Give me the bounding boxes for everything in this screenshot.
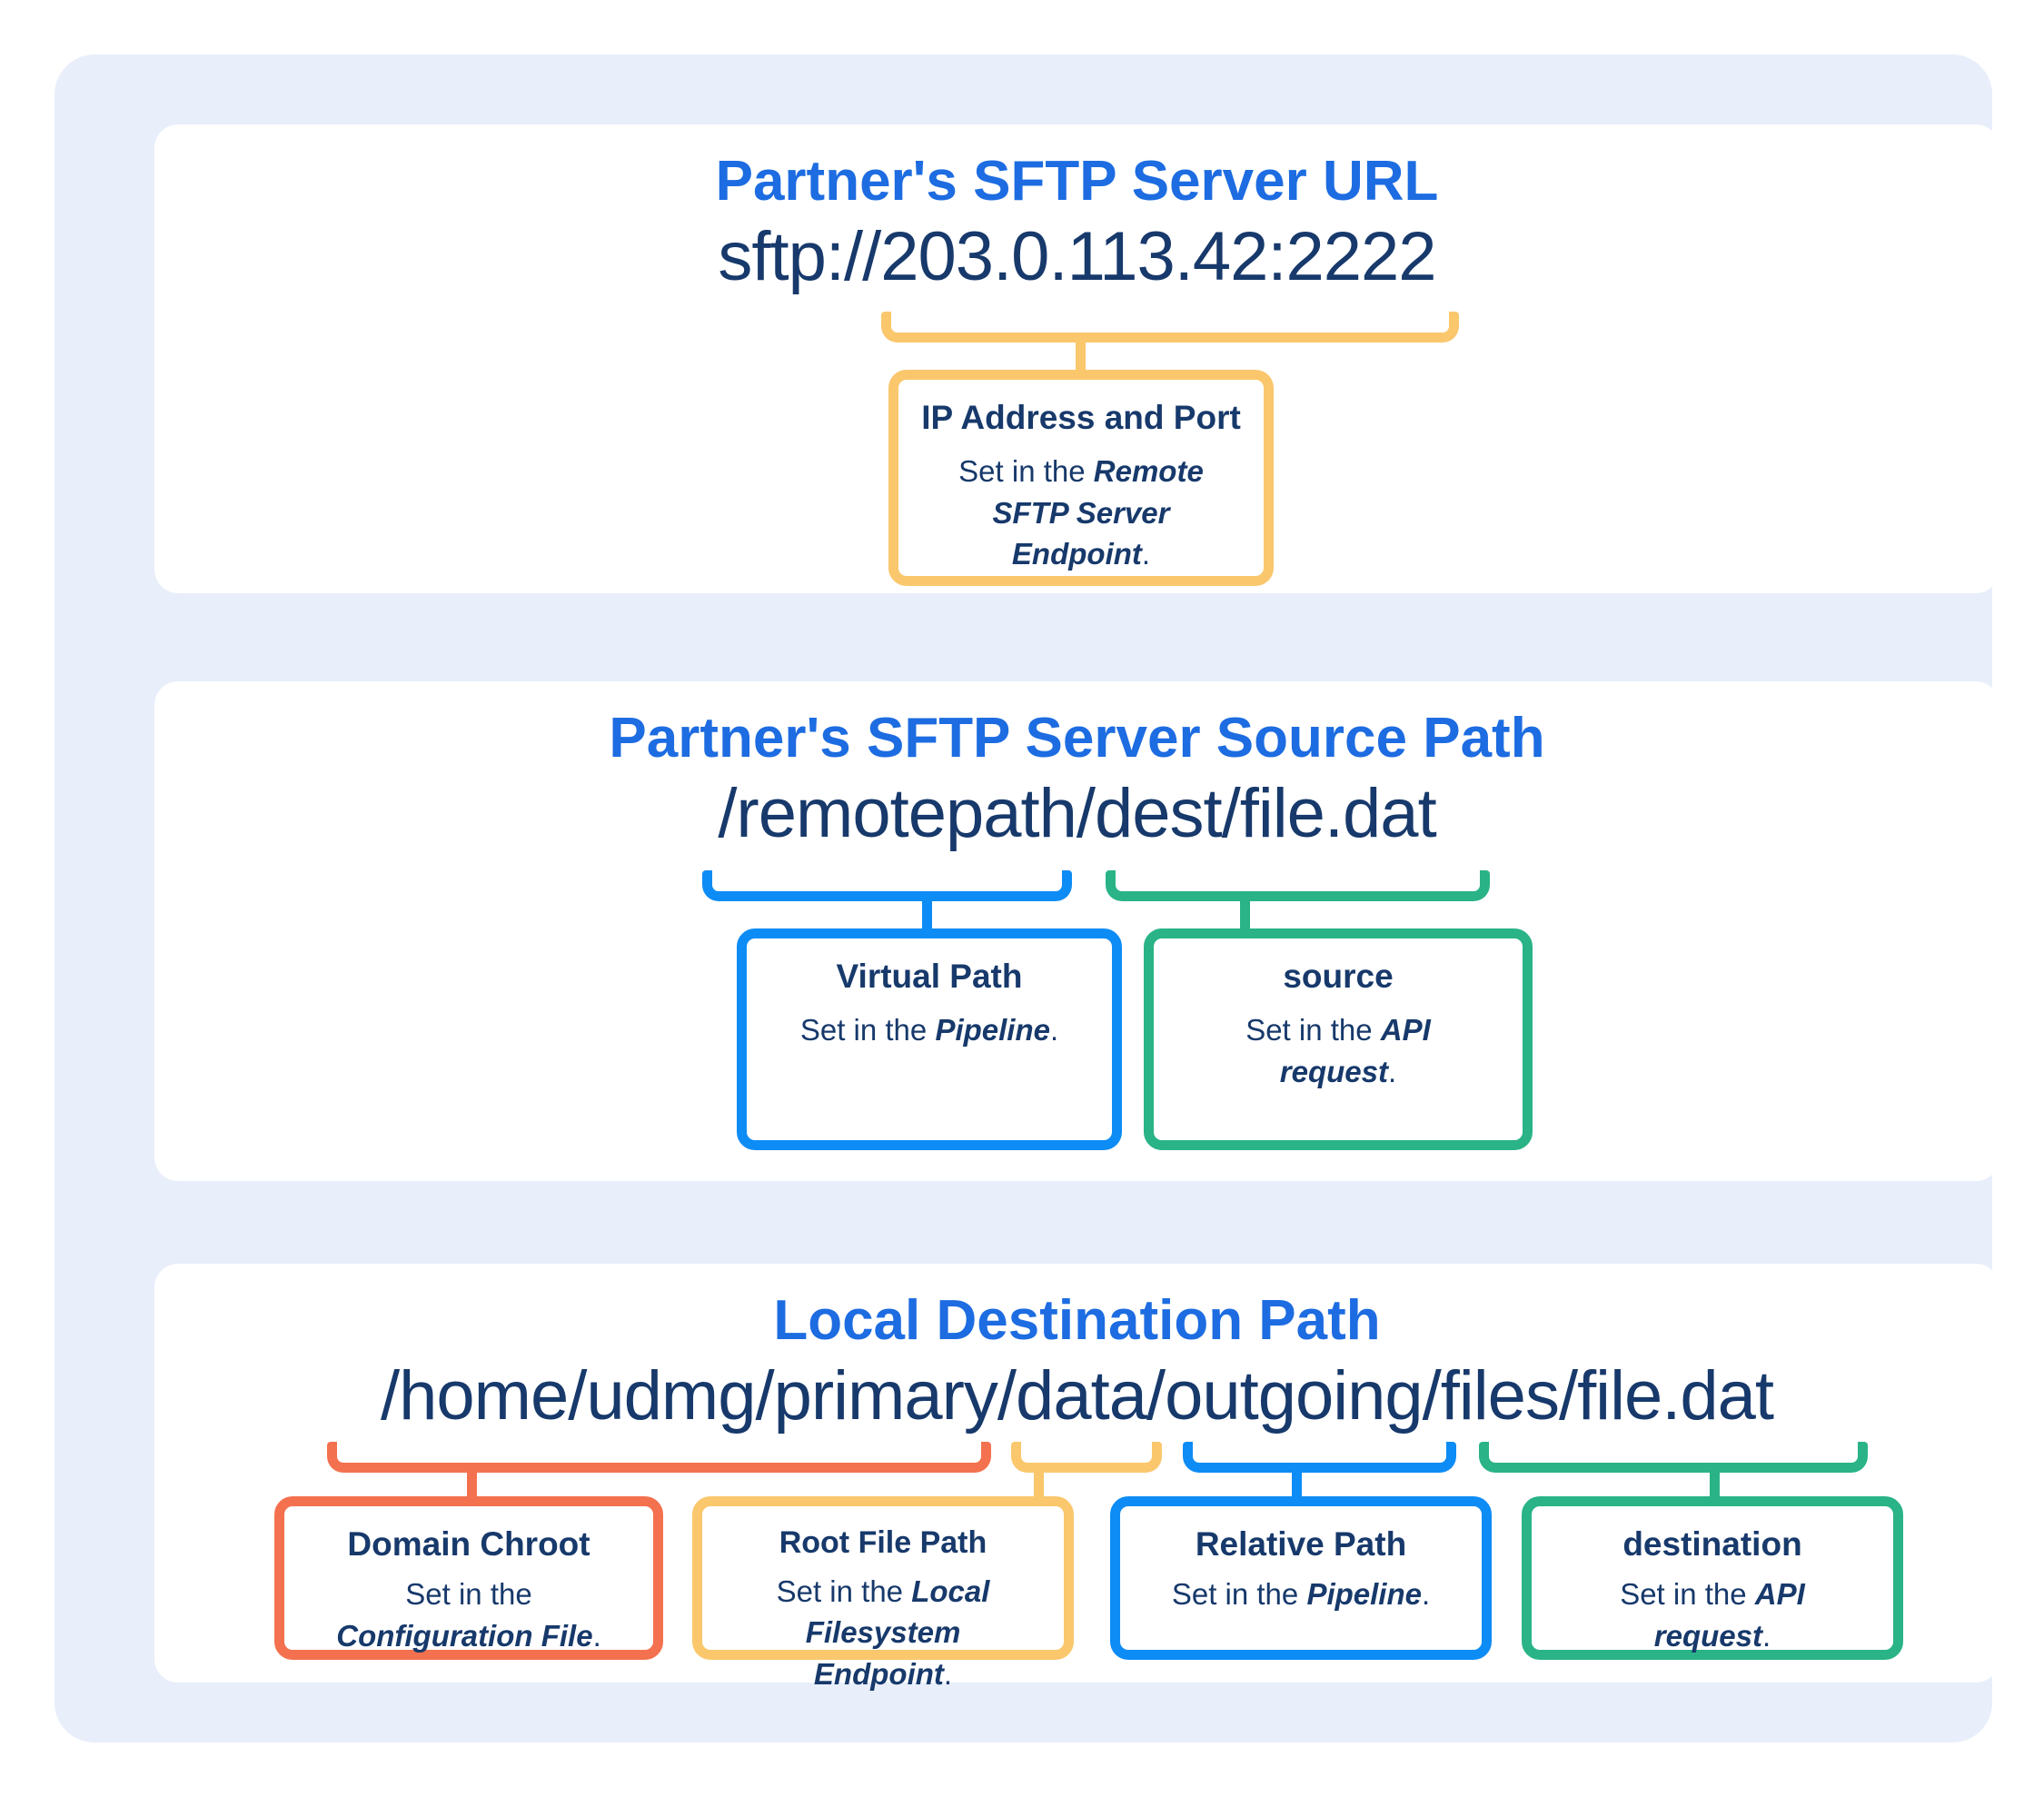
callout-title: Domain Chroot [347,1525,590,1563]
callout-destination: destination Set in the API request. [1522,1496,1903,1660]
callout-title: destination [1622,1525,1802,1563]
callout-body-suffix: . [1141,537,1151,571]
bracket-virtual-path [702,870,1072,901]
callout-title: IP Address and Port [921,399,1241,436]
connector-stem-ip-address-and-port [1076,341,1086,372]
callout-body-emphasis: Remote SFTP Server Endpoint [992,454,1212,571]
callout-body: Set in the API request. [1563,1574,1862,1656]
bracket-domain-chroot [327,1442,991,1473]
callout-body-suffix: . [1388,1054,1397,1088]
connector-stem-root-file-path [1034,1471,1044,1498]
callout-body-prefix: Set in the [776,1574,912,1608]
section-title: Local Destination Path [773,1289,1381,1352]
connector-stem-domain-chroot [467,1471,477,1498]
connector-stem-source [1240,899,1250,930]
callout-body-prefix: Set in the [1620,1577,1755,1612]
callout-ip-address-and-port: IP Address and Port Set in the Remote SF… [888,370,1274,586]
section-card-sftp-source-path: Partner's SFTP Server Source Path /remot… [154,681,1999,1181]
bracket-root-file-path [1011,1442,1162,1473]
path-value-text: /remotepath/dest/file.dat [718,775,1436,853]
bracket-destination [1479,1442,1868,1473]
callout-body-emphasis: Configuration File [336,1618,593,1653]
connector-stem-virtual-path [922,899,932,930]
diagram-panel: Partner's SFTP Server URL sftp://203.0.1… [55,55,1999,1742]
bracket-ip-address-and-port [881,312,1459,343]
callout-body-prefix: Set in the [1171,1577,1307,1612]
callout-body: Set in the Remote SFTP Server Endpoint. [929,451,1233,575]
callout-relative-path: Relative Path Set in the Pipeline. [1110,1496,1492,1660]
section-card-sftp-server-url: Partner's SFTP Server URL sftp://203.0.1… [154,124,1999,593]
callout-title: source [1283,958,1394,995]
callout-body-emphasis: Pipeline [1306,1577,1422,1612]
callout-title: Virtual Path [836,958,1023,995]
callout-body-prefix: Set in the [958,454,1094,489]
callout-body-suffix: . [943,1656,953,1691]
callout-body-prefix: Set in the [405,1577,541,1612]
callout-body: Set in the Configuration File. [315,1574,622,1656]
callout-body-emphasis: API request [1653,1577,1813,1653]
callout-body: Set in the API request. [1185,1009,1492,1092]
callout-root-file-path: Root File Path Set in the Local Filesyst… [692,1496,1074,1691]
callout-body-suffix: . [592,1618,601,1653]
connector-stem-relative-path [1292,1471,1302,1498]
section-title: Partner's SFTP Server URL [715,150,1439,213]
callout-body-suffix: . [1421,1577,1431,1612]
callout-title: Relative Path [1195,1525,1407,1563]
callout-source: source Set in the API request. [1144,928,1533,1150]
bracket-source [1106,870,1490,901]
callout-virtual-path: Virtual Path Set in the Pipeline. [737,928,1122,1150]
callout-body-emphasis: Pipeline [935,1013,1050,1047]
url-value-text: sftp://203.0.113.42:2222 [718,218,1436,296]
callout-body: Set in the Pipeline. [778,1009,1081,1051]
section-title: Partner's SFTP Server Source Path [609,707,1545,769]
connector-stem-destination [1710,1471,1720,1498]
callout-body-emphasis: Local Filesystem Endpoint [805,1574,998,1691]
callout-body: Set in the Pipeline. [1151,1574,1451,1615]
callout-title: Root File Path [779,1525,987,1560]
callout-body-prefix: Set in the [1245,1013,1381,1047]
callout-body-emphasis: API request [1279,1013,1439,1088]
callout-body-suffix: . [1762,1618,1771,1653]
callout-body-suffix: . [1049,1013,1059,1047]
callout-body: Set in the Local Filesystem Endpoint. [733,1571,1033,1695]
callout-body-prefix: Set in the [799,1013,936,1047]
section-card-local-destination-path: Local Destination Path /home/udmg/primar… [154,1264,1999,1691]
bracket-relative-path [1183,1442,1456,1473]
path-value-text: /home/udmg/primary/data/outgoing/files/f… [381,1357,1774,1435]
callout-domain-chroot: Domain Chroot Set in the Configuration F… [274,1496,663,1660]
